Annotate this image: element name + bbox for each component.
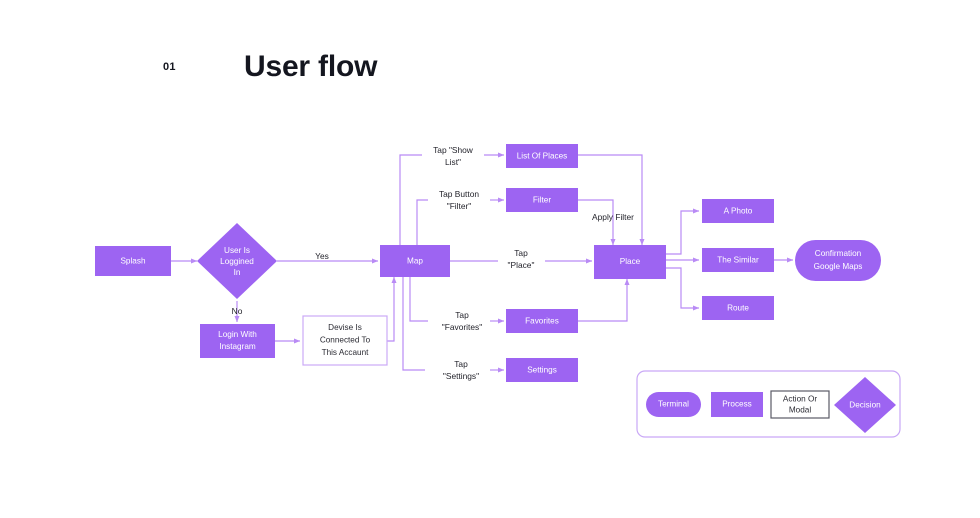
node-place-label: Place: [620, 257, 641, 266]
edge-label-tap-settings-1: Tap: [454, 359, 468, 369]
edge-label-layer: Yes No Tap "Show List" Tap Button "Filte…: [232, 145, 635, 381]
node-confirmation-google-maps-label-1: Confirmation: [815, 249, 862, 258]
node-devise-connected-label-2: Connected To: [320, 336, 371, 345]
legend-action-or-modal-label-2: Modal: [789, 406, 811, 415]
node-splash-label: Splash: [120, 257, 145, 266]
node-route-label: Route: [727, 304, 749, 313]
node-the-similar-label: The Similar: [717, 256, 759, 265]
node-place[interactable]: Place: [594, 245, 666, 279]
node-favorites-label: Favorites: [525, 317, 559, 326]
node-devise-connected-label-1: Devise Is: [328, 323, 362, 332]
slide-number: 01: [163, 61, 176, 73]
node-splash[interactable]: Splash: [95, 246, 171, 276]
page-title: User flow: [244, 50, 378, 83]
legend-decision-shape: [834, 377, 896, 433]
node-devise-connected[interactable]: Devise Is Connected To This Accaunt: [302, 315, 388, 366]
legend-item-decision: Decision: [834, 377, 896, 433]
node-user-is-loggined-in-label-2: Loggined: [220, 257, 254, 266]
connector-list-of-places-to-place: [578, 154, 645, 246]
node-filter-label: Filter: [533, 196, 551, 205]
connector-filter-to-place-apply: [578, 199, 616, 246]
node-devise-connected-label-3: This Accaunt: [322, 348, 370, 357]
legend-action-or-modal-shape: [770, 390, 830, 419]
node-settings-label: Settings: [527, 366, 557, 375]
legend-process-shape: [711, 392, 763, 417]
edge-label-tap-show-list-2: List": [445, 157, 461, 167]
connector-map-to-favorites: [409, 277, 428, 322]
node-filter[interactable]: Filter: [506, 188, 578, 212]
edge-label-yes: Yes: [315, 251, 329, 261]
edge-label-tap-button-filter-1: Tap Button: [439, 189, 479, 199]
connector-favorites-to-place: [578, 278, 630, 322]
node-the-similar[interactable]: The Similar: [702, 248, 774, 272]
edge-label-tap-place-2: "Place": [508, 260, 535, 270]
node-user-is-loggined-in-label-3: In: [234, 268, 241, 277]
connector-place-to-a-photo: [666, 208, 700, 255]
edge-label-tap-favorites-2: "Favorites": [442, 322, 482, 332]
node-list-of-places-label: List Of Places: [517, 152, 568, 161]
node-login-with-instagram-label-1: Login With: [218, 330, 257, 339]
node-login-with-instagram-label-2: Instagram: [219, 342, 256, 351]
edge-label-tap-settings-2: "Settings": [443, 371, 479, 381]
node-login-with-instagram[interactable]: Login With Instagram: [200, 324, 275, 358]
connector-map-to-settings: [402, 277, 425, 371]
edge-label-no: No: [232, 306, 243, 316]
legend-item-process: Process: [711, 392, 763, 417]
node-confirmation-google-maps[interactable]: Confirmation Google Maps: [795, 240, 881, 281]
node-map[interactable]: Map: [380, 245, 450, 277]
node-user-is-loggined-in-label-1: User Is: [224, 246, 250, 255]
edge-label-tap-show-list-1: Tap "Show: [433, 145, 474, 155]
node-route[interactable]: Route: [702, 296, 774, 320]
edge-label-tap-place-1: Tap: [514, 248, 528, 258]
edge-label-tap-button-filter-2: "Filter": [447, 201, 472, 211]
connector-map-to-filter: [416, 199, 428, 245]
connector-devise-to-map: [387, 276, 397, 342]
legend-process-label: Process: [722, 400, 752, 409]
node-a-photo[interactable]: A Photo: [702, 199, 774, 223]
connector-place-to-route: [666, 267, 700, 311]
connector-layer: [171, 152, 794, 373]
node-a-photo-label: A Photo: [724, 207, 753, 216]
node-list-of-places[interactable]: List Of Places: [506, 144, 578, 168]
legend-container: [636, 370, 901, 438]
node-map-label: Map: [407, 257, 423, 266]
legend-terminal-label: Terminal: [658, 400, 689, 409]
node-favorites[interactable]: Favorites: [506, 309, 578, 333]
node-confirmation-google-maps-label-2: Google Maps: [814, 262, 863, 271]
legend-decision-label: Decision: [849, 401, 881, 410]
legend-panel: Terminal Process Action Or Modal Decisio…: [636, 370, 901, 438]
legend-item-action-or-modal: Action Or Modal: [770, 390, 830, 419]
edge-label-tap-favorites-1: Tap: [455, 310, 469, 320]
slide-header: 01 User flow: [0, 0, 980, 110]
connector-map-to-list-of-places: [399, 154, 422, 245]
legend-terminal-shape: [646, 392, 701, 417]
edge-label-apply-filter: Apply Filter: [592, 212, 634, 222]
node-settings[interactable]: Settings: [506, 358, 578, 382]
legend-item-terminal: Terminal: [646, 392, 701, 417]
node-user-is-loggined-in[interactable]: User Is Loggined In: [197, 223, 277, 299]
legend-action-or-modal-label-1: Action Or: [783, 395, 817, 404]
